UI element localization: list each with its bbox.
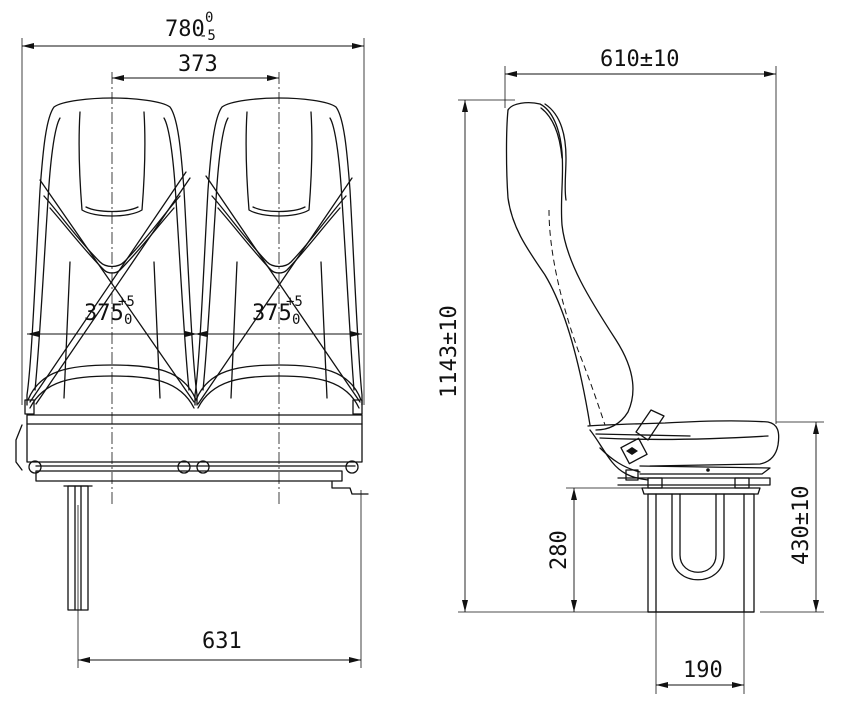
side-view: 610±10 1143±10 280 430±10 190 (437, 47, 824, 694)
left-backrest (26, 97, 198, 409)
front-view: 780 0 -5 373 375 +5 0 375 +5 0 631 (15, 10, 369, 668)
dim-seat-width-right: 375 (252, 301, 292, 326)
pedestal-leg-front (63, 485, 93, 611)
dim-overall-width: 780 (165, 17, 205, 42)
dim-seat-depth: 610±10 (600, 47, 679, 72)
dim-overall-width-tol-upper: 0 (205, 10, 213, 26)
seat-cushion-side (587, 420, 780, 486)
belt-buckle (620, 409, 665, 465)
seat-base-front (15, 399, 369, 495)
right-backrest (194, 97, 363, 409)
backrest-side (505, 102, 634, 431)
dim-seat-width-left-tol-lower: 0 (124, 312, 132, 328)
dim-seat-width-left-tol-upper: +5 (118, 294, 135, 310)
dim-seat-width-left: 375 (84, 301, 124, 326)
dim-leg-offset: 631 (202, 629, 242, 654)
dim-seat-center-spacing: 373 (178, 52, 218, 77)
dim-pedestal-width: 190 (683, 658, 723, 683)
dim-seat-width-right-tol-lower: 0 (292, 312, 300, 328)
pedestal-side (641, 477, 761, 613)
dim-seat-width-right-tol-upper: +5 (286, 294, 303, 310)
dim-overall-width-tol-lower: -5 (199, 28, 216, 44)
dim-seat-height: 430±10 (789, 486, 814, 565)
dim-overall-height: 1143±10 (437, 305, 462, 398)
dim-pedestal-height: 280 (547, 530, 572, 570)
